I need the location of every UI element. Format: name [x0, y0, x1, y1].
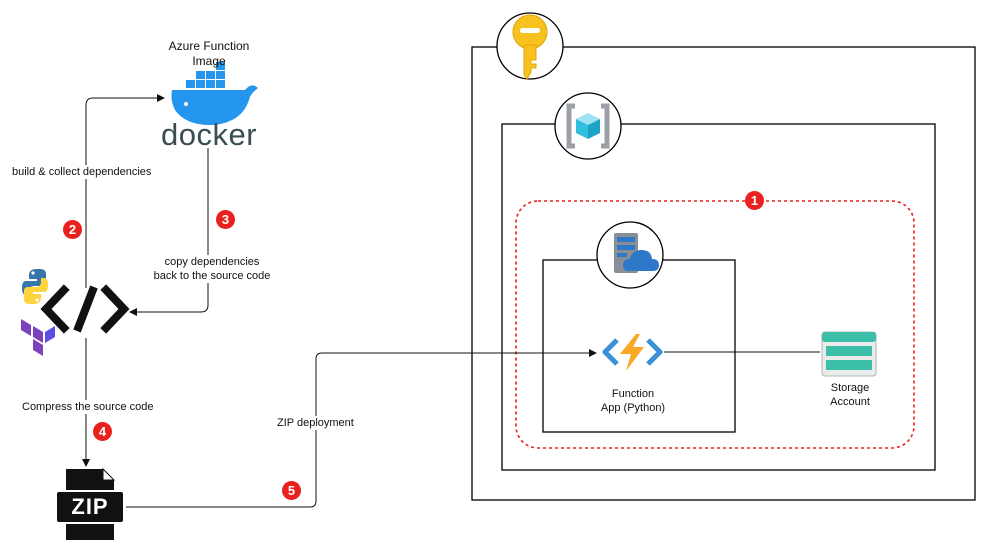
azure-function-image-title: Azure Function Image	[169, 39, 250, 69]
zip-badge-text: ZIP	[71, 494, 109, 519]
label-function-app-line1: Function	[611, 388, 655, 400]
step-number: 5	[287, 483, 296, 498]
label-compress: Compress the source code	[22, 400, 154, 414]
subscription-box	[471, 46, 976, 501]
label-copy-line1: copy dependencies	[164, 256, 260, 268]
label-storage-line2: Account	[830, 396, 870, 408]
edge-copy	[129, 148, 209, 316]
label-storage-account: Storage Account	[830, 381, 870, 409]
boundary-dashed	[515, 200, 915, 449]
label-copy-dependencies: copy dependencies back to the source cod…	[153, 255, 271, 283]
zip-file-icon	[55, 467, 125, 540]
docker-wordmark: docker	[160, 117, 258, 152]
function-app-icon	[602, 334, 663, 371]
resource-group-icon	[554, 92, 622, 160]
docker-whale-icon	[171, 62, 258, 126]
storage-account-icon	[821, 331, 877, 377]
terraform-icon	[21, 319, 55, 356]
azure-function-image-line1: Azure Function	[168, 39, 250, 53]
step-badge-2: 2	[63, 220, 82, 239]
edge-build	[85, 94, 165, 288]
step-number: 4	[98, 424, 107, 439]
resource-group-box	[501, 123, 936, 471]
label-copy-line2: back to the source code	[153, 270, 271, 282]
step-badge-4: 4	[93, 422, 112, 441]
step-badge-1: 1	[745, 191, 764, 210]
label-zip-deployment: ZIP deployment	[277, 416, 354, 430]
label-storage-line1: Storage	[830, 382, 870, 394]
label-build-collect: build & collect dependencies	[12, 165, 152, 179]
edge-zip-deploy	[126, 349, 597, 508]
label-function-app: Function App (Python)	[601, 387, 665, 415]
step-number: 3	[221, 212, 230, 227]
app-service-plan-icon	[596, 221, 664, 289]
python-icon	[22, 269, 48, 304]
step-number: 2	[68, 222, 77, 237]
step-badge-5: 5	[282, 481, 301, 500]
code-brackets-icon	[40, 284, 130, 334]
key-vault-icon	[496, 12, 564, 80]
label-function-app-line2: App (Python)	[600, 402, 666, 414]
azure-function-image-line2: Image	[192, 54, 226, 68]
step-number: 1	[750, 193, 759, 208]
step-badge-3: 3	[216, 210, 235, 229]
